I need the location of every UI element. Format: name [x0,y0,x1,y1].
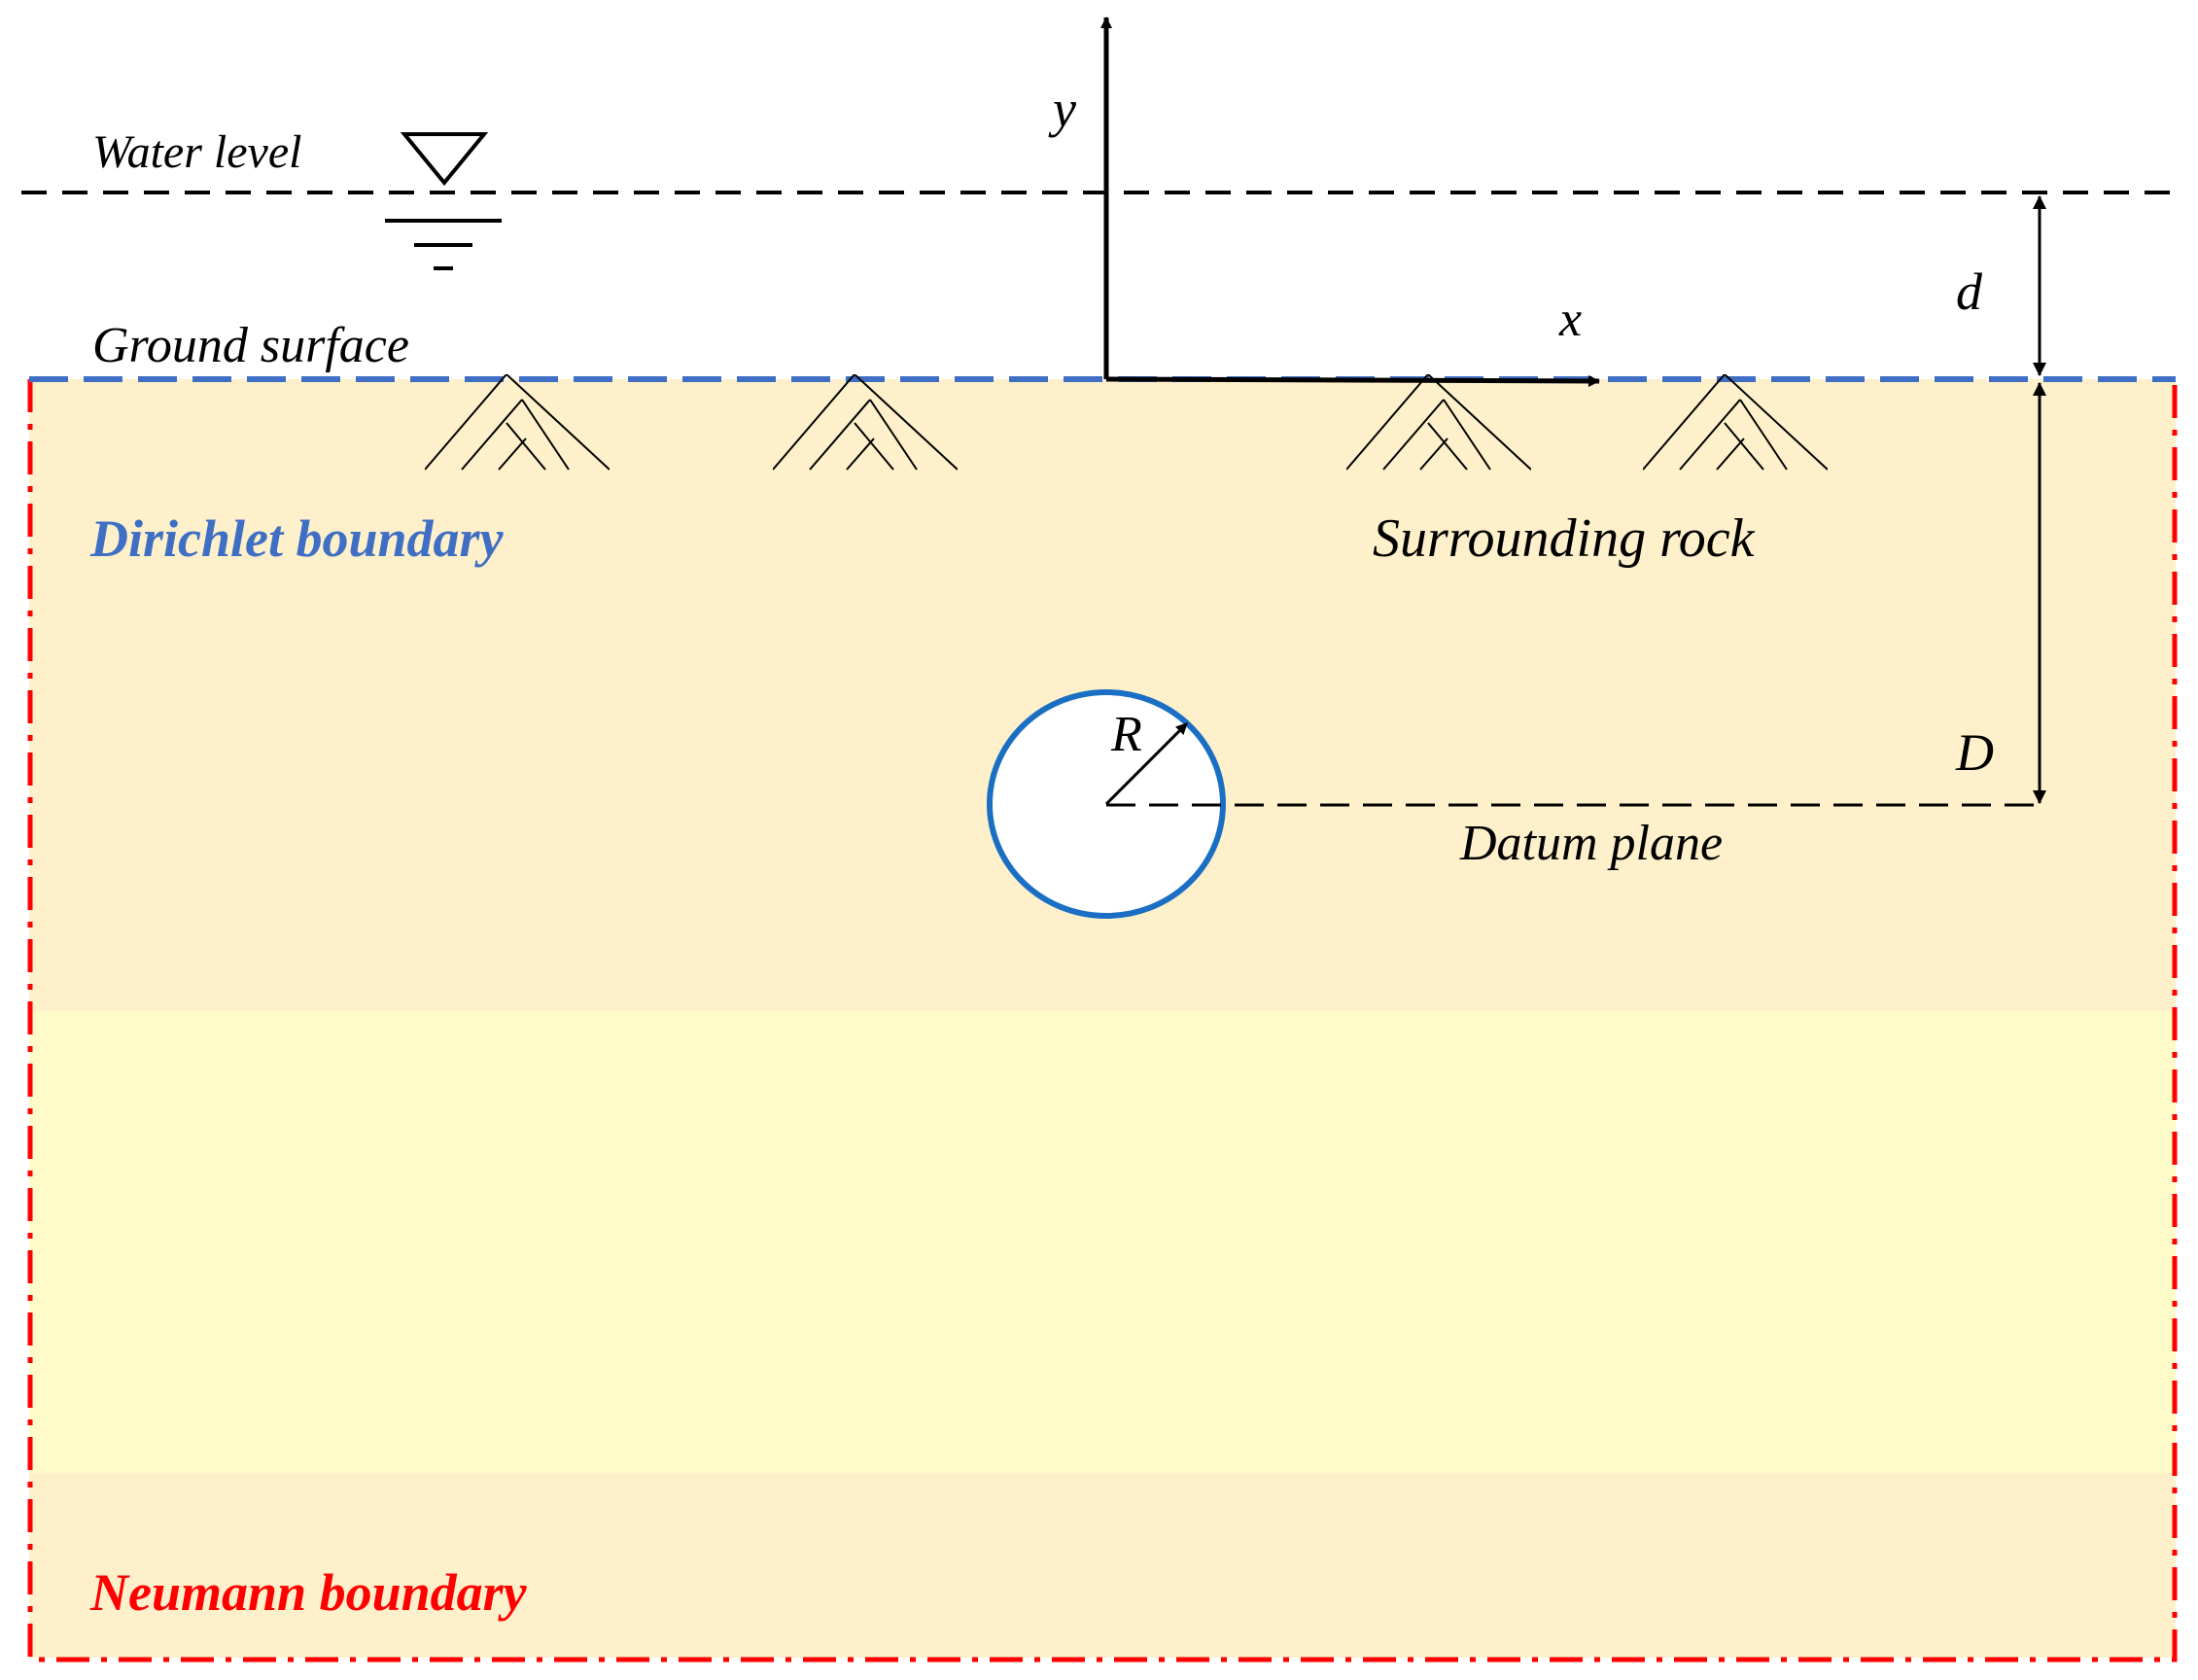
dimension-d-label: d [1956,262,1983,321]
neumann-boundary-line [27,379,2178,1662]
dirichlet-boundary-label: Dirichlet boundary [89,509,505,568]
soil-layer-middle [29,1011,2176,1473]
x-axis [1105,374,1600,387]
datum-plane-label: Datum plane [1459,816,1723,871]
radius-arrow [1104,721,1189,806]
axis-y-label: y [1048,80,1076,138]
radius-label: R [1110,707,1142,762]
dimension-D-label: D [1955,723,1994,782]
water-level-triangle-icon [385,132,502,270]
soil-layer-lower [29,1473,2176,1658]
axis-x-label: x [1558,292,1582,347]
neumann-boundary-label: Neumann boundary [89,1563,528,1622]
ground-surface-label: Ground surface [92,318,409,373]
water-level-label: Water level [92,126,301,178]
surrounding-rock-label: Surrounding rock [1373,508,1756,569]
